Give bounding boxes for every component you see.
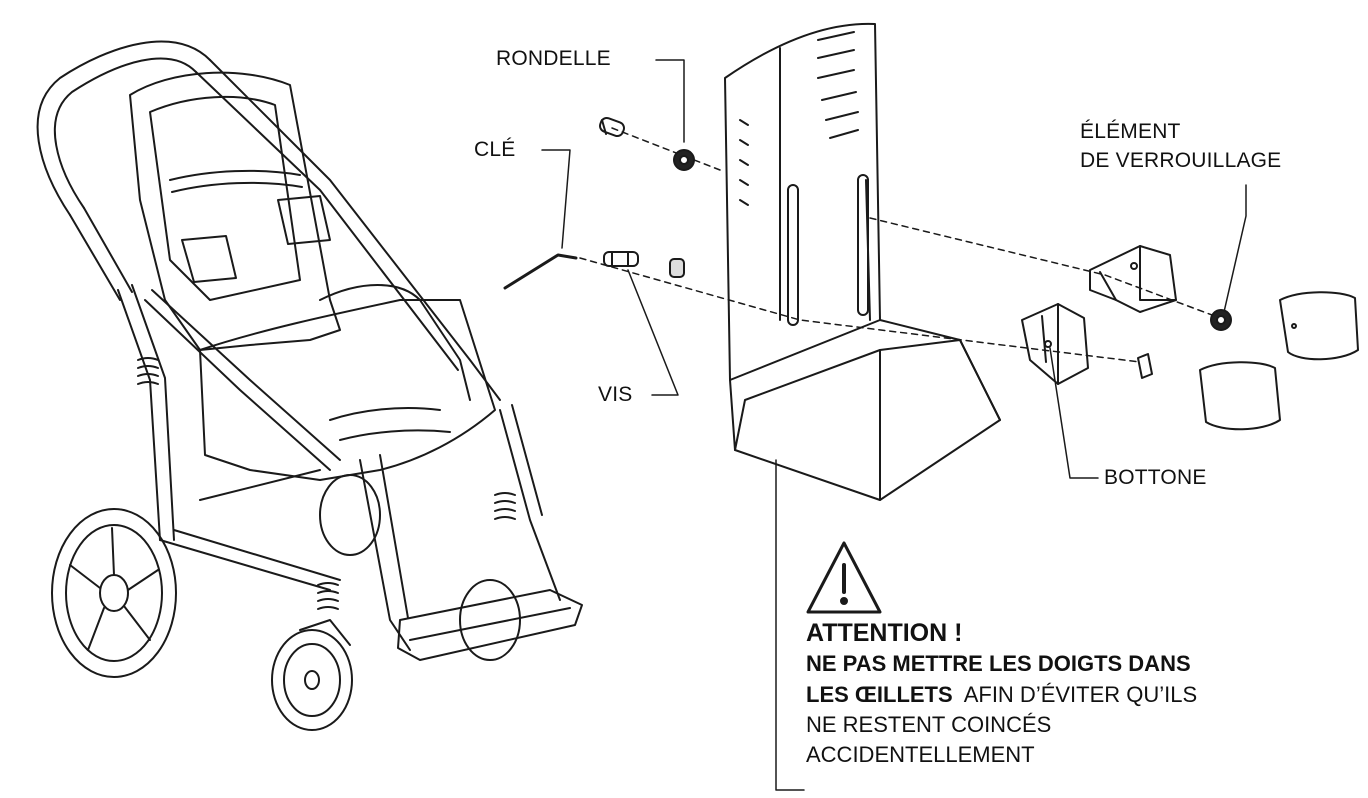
label-element-line1: ÉLÉMENT xyxy=(1080,120,1181,143)
left-harness-pad xyxy=(181,235,237,283)
upper-pad-block xyxy=(1279,291,1359,361)
warning-title: ATTENTION ! xyxy=(806,619,963,647)
bottone-knob xyxy=(1137,353,1153,379)
leader-lines xyxy=(541,59,1247,791)
label-element-line2: DE VERROUILLAGE xyxy=(1080,149,1282,172)
label-vis: VIS xyxy=(598,383,633,406)
stroller-push-handle xyxy=(36,40,211,216)
warning-line2-rest: AFIN D’ÉVITER QU’ILS xyxy=(963,681,1198,707)
seat-backrest xyxy=(129,71,341,351)
locking-element xyxy=(1089,245,1177,313)
warning-line3: NE RESTENT COINCÉS xyxy=(806,711,1052,737)
washer-part xyxy=(673,149,695,171)
label-cle: CLÉ xyxy=(474,138,516,161)
screw-part xyxy=(603,251,639,267)
stroller-illustration xyxy=(36,40,583,731)
label-rondelle: RONDELLE xyxy=(496,47,611,70)
bottone-bracket xyxy=(1021,303,1089,385)
footrest xyxy=(397,589,583,661)
nut-part xyxy=(669,258,685,278)
seat-cushion xyxy=(199,299,496,481)
warning-triangle-icon xyxy=(806,541,882,614)
warning-line2: LES ŒILLETS AFIN D’ÉVITER QU’ILS xyxy=(806,680,1197,710)
locking-washer-part xyxy=(1210,309,1232,331)
foot-support-plate xyxy=(724,22,1001,501)
warning-line1: NE PAS METTRE LES DOIGTS DANS xyxy=(806,649,1197,679)
label-bottone: BOTTONE xyxy=(1104,466,1207,489)
warning-line4: ACCIDENTELLEMENT xyxy=(806,742,1035,768)
warning-notice: ATTENTION ! NE PAS METTRE LES DOIGTS DAN… xyxy=(806,618,1197,771)
key-part xyxy=(503,253,578,290)
rear-spring xyxy=(137,357,159,385)
lower-pad-block xyxy=(1199,361,1281,431)
rear-wheel xyxy=(51,508,177,678)
warning-line1-bold: NE PAS METTRE LES DOIGTS DANS xyxy=(806,651,1191,677)
front-wheel xyxy=(271,619,353,731)
bolt-part xyxy=(599,117,625,137)
right-harness-pad xyxy=(277,195,331,245)
warning-line2-bold: LES ŒILLETS xyxy=(806,681,953,707)
